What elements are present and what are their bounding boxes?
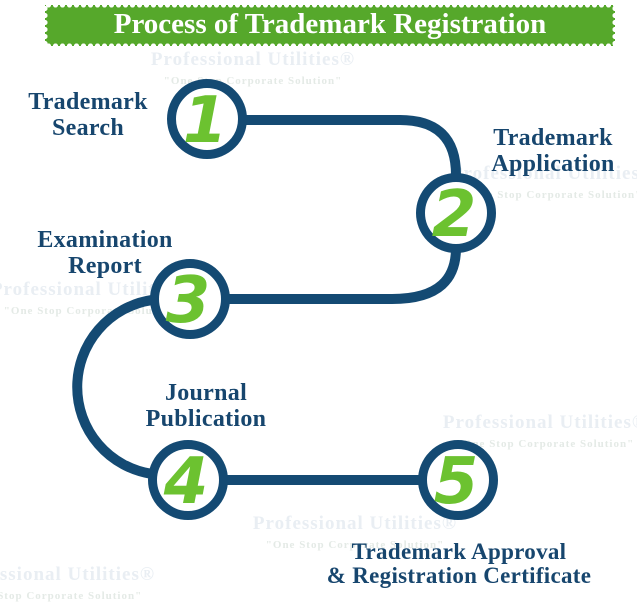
step-label-trademark-search: Trademark Search — [8, 89, 168, 141]
page-title: Process of Trademark Registration — [113, 8, 547, 40]
step-label-line: Journal — [164, 380, 248, 406]
step-circle-4 — [148, 440, 228, 520]
step-label-trademark-approval-certificate: Trademark Approval & Registration Certif… — [279, 540, 637, 588]
step-label-examination-report: Examination Report — [25, 227, 185, 279]
step-circle-2 — [416, 173, 496, 253]
step-circle-3 — [150, 259, 230, 339]
step-number-5: 5 — [434, 445, 479, 519]
step-circle-1 — [167, 79, 247, 159]
step-label-line: Publication — [145, 406, 267, 432]
connector-step1-step2 — [207, 115, 461, 213]
scallop-edge-left — [45, 5, 49, 46]
step-label-line: Trademark Approval — [351, 539, 567, 564]
step-label-journal-publication: Journal Publication — [126, 380, 286, 432]
step-number-1: 1 — [183, 84, 228, 158]
step-number-4: 4 — [163, 445, 209, 519]
step-label-trademark-application: Trademark Application — [473, 125, 633, 177]
connector-step2-step3 — [190, 213, 461, 304]
step-circle-5 — [418, 440, 498, 520]
step-number-3: 3 — [166, 264, 211, 338]
connector-step3-step4 — [72, 295, 153, 479]
step-label-line: Search — [51, 115, 125, 141]
step-label-line: Application — [491, 151, 615, 177]
header-banner: Process of Trademark Registration — [45, 5, 615, 46]
step-number-2: 2 — [432, 178, 477, 252]
scallop-edge-bottom — [45, 42, 615, 46]
scallop-edge-right — [611, 5, 615, 46]
step-label-line: Report — [68, 253, 142, 279]
step-label-line: & Registration Certificate — [326, 563, 592, 588]
step-label-line: Trademark — [28, 89, 148, 115]
step-label-line: Examination — [37, 227, 173, 253]
step-label-line: Trademark — [493, 125, 613, 151]
